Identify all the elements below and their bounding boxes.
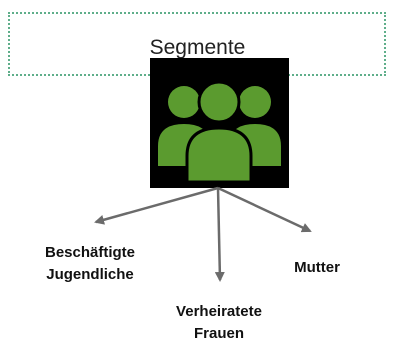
segment-label-line: Jugendliche xyxy=(46,266,134,283)
person-left-head-icon xyxy=(168,86,200,118)
segment-label-line: Verheiratete xyxy=(176,303,262,320)
segment-label-mutter: Mutter xyxy=(272,257,362,279)
person-center-head-icon xyxy=(197,80,241,124)
segment-label-line: Beschäftigte xyxy=(44,244,136,261)
group-icon-tile xyxy=(150,58,289,188)
segment-label-verheiratete-frauen: Verheiratete Frauen xyxy=(157,301,281,345)
person-right-head-icon xyxy=(239,86,271,118)
arrow-to-verheiratete-frauen xyxy=(214,187,225,282)
segment-label-line: Mutter xyxy=(294,259,340,276)
group-of-people-icon xyxy=(158,80,281,184)
arrow-to-mutter xyxy=(217,186,312,233)
segment-label-beschaeftigte-jugendliche: Beschäftigte Jugendliche xyxy=(30,242,150,286)
segment-label-line: Frauen xyxy=(193,325,244,342)
person-center-body-icon xyxy=(185,126,253,184)
diagram-title: Segmente xyxy=(149,36,246,59)
arrow-to-beschaeftigte-jugendliche xyxy=(94,186,219,225)
